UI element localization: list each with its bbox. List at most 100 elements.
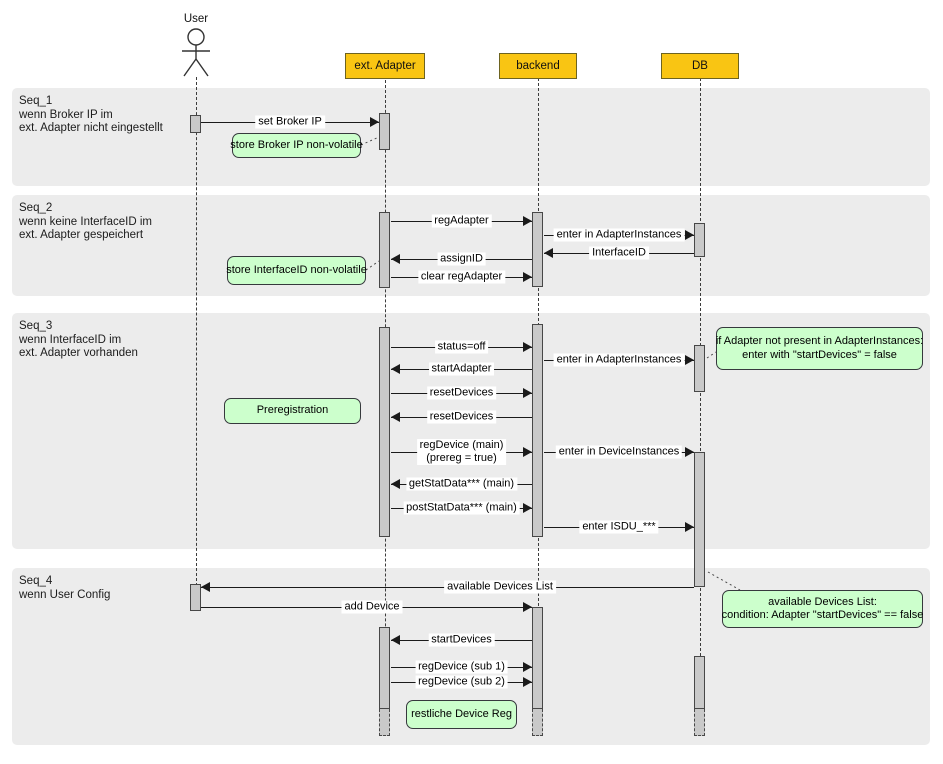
arrowhead-icon — [685, 355, 694, 365]
arrowhead-icon — [523, 677, 532, 687]
message-label-text: startAdapter — [431, 362, 492, 375]
note-line: Preregistration — [256, 404, 329, 417]
message-label: status=off — [434, 340, 489, 354]
message-label-text: regAdapter — [434, 214, 489, 227]
message-label: enter in AdapterInstances — [553, 353, 685, 367]
message-label: postStatData*** (main) — [403, 501, 520, 515]
note-line: store InterfaceID non-volatile — [226, 263, 367, 276]
message-label-text: add Device — [344, 600, 400, 613]
note-store-broker-ip: store Broker IP non-volatile — [230, 133, 363, 158]
arrowhead-icon — [523, 503, 532, 513]
message-label-text: regDevice (main) — [419, 439, 504, 451]
message-label: regDevice (sub 1) — [415, 660, 508, 674]
activation-bar-continuation-backend — [532, 709, 543, 736]
message-label-text: available Devices List — [447, 580, 553, 593]
actor-label: ext. Adapter — [354, 60, 416, 72]
message-label-text: clear regAdapter — [420, 270, 503, 283]
note-line: if Adapter not present in AdapterInstanc… — [715, 335, 924, 347]
activation-bar-db — [694, 452, 705, 587]
actor-db: DB — [661, 53, 739, 79]
message-label: startAdapter — [428, 362, 495, 376]
section-header-line: Seq_4 — [19, 575, 53, 587]
arrowhead-icon — [685, 447, 694, 457]
arrowhead-icon — [523, 388, 532, 398]
actor-ext-adapter: ext. Adapter — [345, 53, 425, 79]
arrowhead-icon — [370, 117, 379, 127]
activation-bar-ext-adapter — [379, 212, 390, 288]
note-line: restliche Device Reg — [411, 707, 512, 720]
arrowhead-icon — [523, 342, 532, 352]
message-label-text: resetDevices — [429, 410, 494, 423]
message-label: clear regAdapter — [417, 270, 506, 284]
arrowhead-icon — [523, 602, 532, 612]
activation-bar-backend — [532, 607, 543, 709]
activation-bar-db — [694, 345, 705, 392]
message-label-text: enter in AdapterInstances — [556, 228, 682, 241]
message-label: regAdapter — [431, 214, 492, 228]
activation-bar-ext-adapter — [379, 627, 390, 709]
message-label-text: regDevice (sub 2) — [418, 675, 505, 688]
note-restliche-device-reg: restliche Device Reg — [406, 700, 517, 729]
note-available-devices-condition: available Devices List:condition: Adapte… — [722, 590, 923, 628]
message-label-text: regDevice (sub 1) — [418, 660, 505, 673]
activation-bar-user — [190, 584, 201, 611]
arrowhead-icon — [391, 635, 400, 645]
message-label-text: getStatData*** (main) — [408, 477, 515, 490]
activation-bar-db — [694, 223, 705, 257]
note-store-interfaceid: store InterfaceID non-volatile — [226, 256, 367, 285]
arrowhead-icon — [544, 248, 553, 258]
lifeline-user — [196, 77, 197, 586]
activation-bar-ext-adapter — [379, 327, 390, 537]
message-label-text: set Broker IP — [258, 115, 322, 128]
section-header-line: wenn Broker IP im — [19, 108, 113, 121]
message-label-text: resetDevices — [429, 386, 494, 399]
section-header-line: ext. Adapter nicht eingestellt — [19, 122, 163, 134]
arrowhead-icon — [523, 216, 532, 226]
note-line: condition: Adapter "startDevices" == fal… — [721, 609, 924, 621]
note-if-adapter-not-present: if Adapter not present in AdapterInstanc… — [716, 327, 923, 370]
arrowhead-icon — [523, 447, 532, 457]
actor-label: DB — [692, 60, 708, 72]
message-label: set Broker IP — [255, 115, 325, 129]
note-preregistration: Preregistration — [224, 398, 361, 424]
arrowhead-icon — [685, 522, 694, 532]
message-label-text: assignID — [440, 252, 483, 265]
activation-bar-continuation-db — [694, 709, 705, 736]
message-label: assignID — [437, 252, 486, 266]
section-header-line: wenn User Config — [19, 588, 111, 601]
section-header-line: Seq_1 — [19, 95, 53, 107]
arrowhead-icon — [523, 272, 532, 282]
section-header-line: wenn keine InterfaceID im — [19, 215, 152, 228]
activation-bar-db — [694, 656, 705, 709]
message-label: resetDevices — [426, 386, 497, 400]
section-header-line: ext. Adapter vorhanden — [19, 347, 138, 359]
message-label: regDevice (sub 2) — [415, 675, 508, 689]
message-label: regDevice (main)(prereg = true) — [416, 439, 507, 465]
arrowhead-icon — [391, 412, 400, 422]
lifeline-db — [700, 78, 701, 736]
message-label: available Devices List — [444, 580, 556, 594]
actor-label-user: User — [183, 13, 209, 25]
actor-backend: backend — [499, 53, 577, 79]
message-label-text: postStatData*** (main) — [406, 501, 517, 514]
message-label: enter in AdapterInstances — [553, 228, 685, 242]
arrowhead-icon — [391, 479, 400, 489]
message-label: resetDevices — [426, 410, 497, 424]
actor-label: backend — [516, 60, 560, 72]
message-label: enter ISDU_*** — [579, 520, 659, 534]
arrowhead-icon — [201, 582, 210, 592]
note-line: enter with "startDevices" = false — [742, 348, 897, 361]
message-label: InterfaceID — [589, 246, 649, 260]
message-label-text: status=off — [437, 340, 486, 353]
section-header-line: wenn InterfaceID im — [19, 333, 122, 346]
message-label-text: enter in AdapterInstances — [556, 353, 682, 366]
note-line: store Broker IP non-volatile — [230, 138, 363, 151]
arrowhead-icon — [391, 254, 400, 264]
message-label: add Device — [341, 600, 403, 614]
activation-bar-backend — [532, 212, 543, 287]
section-header-line: ext. Adapter gespeichert — [19, 229, 144, 241]
